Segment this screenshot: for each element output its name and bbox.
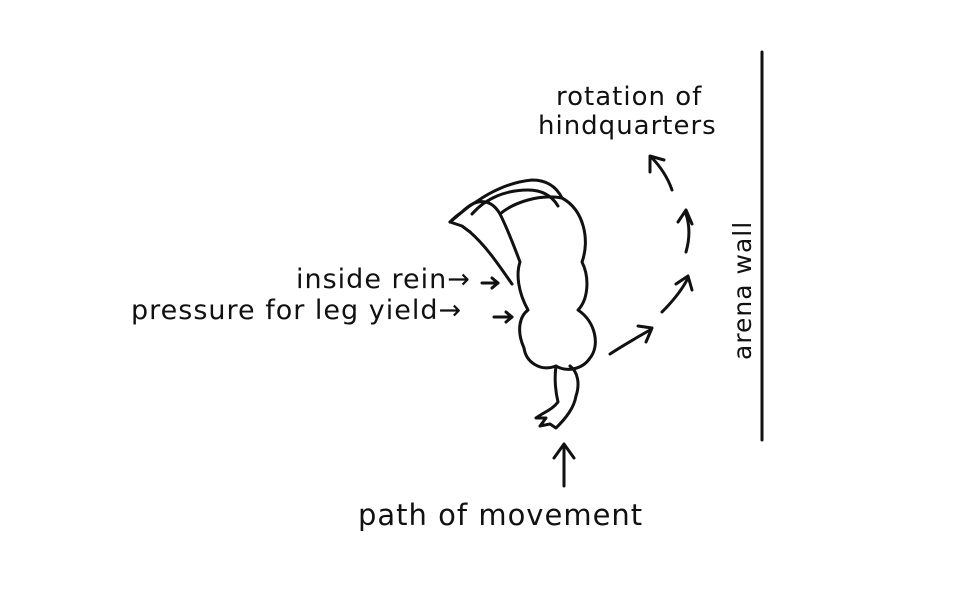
- inside-rein-arrow: [480, 276, 500, 290]
- rotation-arrow-3: [676, 208, 694, 254]
- horse-head: [448, 178, 564, 224]
- horse-head-inner: [470, 188, 560, 216]
- rotation-arrow-2: [660, 274, 694, 314]
- path-of-movement-label: path of movement: [358, 498, 644, 532]
- horse-body: [498, 195, 597, 371]
- rotation-arrow-1: [608, 324, 654, 356]
- rotation-label-line2: hindquarters: [538, 111, 717, 141]
- horse-ear: [448, 220, 472, 234]
- path-of-movement-arrow: [552, 442, 576, 488]
- inside-rein-line: [468, 230, 514, 286]
- arena-wall-label: arena wall: [728, 220, 757, 360]
- rotation-label-line1: rotation of: [556, 82, 703, 112]
- pressure-leg-yield-label: pressure for leg yield→: [131, 295, 463, 326]
- inside-rein-label: inside rein→: [296, 264, 471, 295]
- horse-tail: [534, 364, 580, 430]
- pressure-arrow: [492, 310, 514, 324]
- rotation-arrow-4: [648, 154, 674, 192]
